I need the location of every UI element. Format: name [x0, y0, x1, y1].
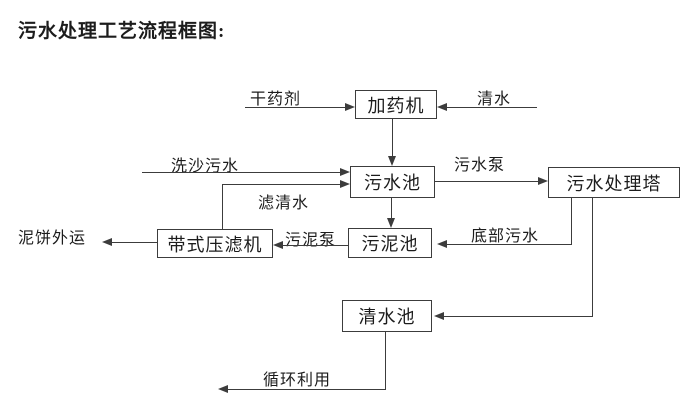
label-sand-washing-sewage: 洗沙污水	[171, 158, 240, 175]
sewage-pump-arrowhead	[538, 177, 548, 185]
page-title: 污水处理工艺流程框图:	[18, 21, 226, 42]
mud-cake-line	[112, 242, 157, 243]
sewage-pump-line	[435, 181, 538, 182]
sewage-to-sludge-arrowhead	[387, 218, 395, 228]
tower-to-clean-line-horizontal	[444, 316, 593, 317]
filtered-water-arrowhead	[340, 180, 350, 188]
dosing-to-sewage-line	[392, 119, 393, 157]
sand-washing-arrowhead	[340, 168, 350, 176]
dry-agent-arrowhead	[345, 103, 355, 111]
bottom-sewage-line-horizontal	[447, 244, 572, 245]
tower-to-clean-line-vertical	[592, 198, 593, 317]
label-bottom-sewage: 底部污水	[471, 228, 540, 245]
bottom-sewage-arrowhead	[437, 240, 447, 248]
clean-water-arrowhead	[437, 103, 447, 111]
label-dry-agent: 干药剂	[250, 91, 302, 108]
dosing-to-sewage-arrowhead	[388, 156, 396, 166]
sludge-pump-arrowhead	[273, 241, 283, 249]
recycling-line-vertical	[385, 332, 386, 390]
tower-to-clean-arrowhead	[434, 312, 444, 320]
recycling-line-horizontal	[228, 389, 386, 390]
filtered-water-line-horizontal	[222, 184, 340, 185]
sludge-pump-line	[283, 245, 348, 246]
node-sewage-treatment-tower: 污水处理塔	[548, 167, 680, 198]
bottom-sewage-line-vertical	[571, 198, 572, 245]
label-recycling: 循环利用	[263, 372, 332, 389]
label-sludge-pump: 污泥泵	[285, 232, 337, 249]
node-sludge-pool: 污泥池	[348, 228, 432, 258]
sand-washing-line	[142, 172, 340, 173]
clean-water-line	[447, 107, 537, 108]
node-dosing-machine: 加药机	[355, 90, 437, 119]
label-clean-water: 清水	[477, 91, 512, 108]
node-clean-water-pool: 清水池	[342, 300, 432, 332]
label-sewage-pump: 污水泵	[454, 157, 506, 174]
filtered-water-line-vertical	[222, 184, 223, 229]
node-sewage-pool: 污水池	[350, 166, 435, 198]
label-filtered-water: 滤清水	[258, 195, 310, 212]
sewage-to-sludge-line	[391, 198, 392, 219]
mud-cake-arrowhead	[102, 238, 112, 246]
node-belt-filter-press: 带式压滤机	[157, 229, 273, 258]
dry-agent-line	[245, 107, 345, 108]
recycling-arrowhead	[218, 385, 228, 393]
label-mud-cake-outbound: 泥饼外运	[18, 230, 87, 247]
